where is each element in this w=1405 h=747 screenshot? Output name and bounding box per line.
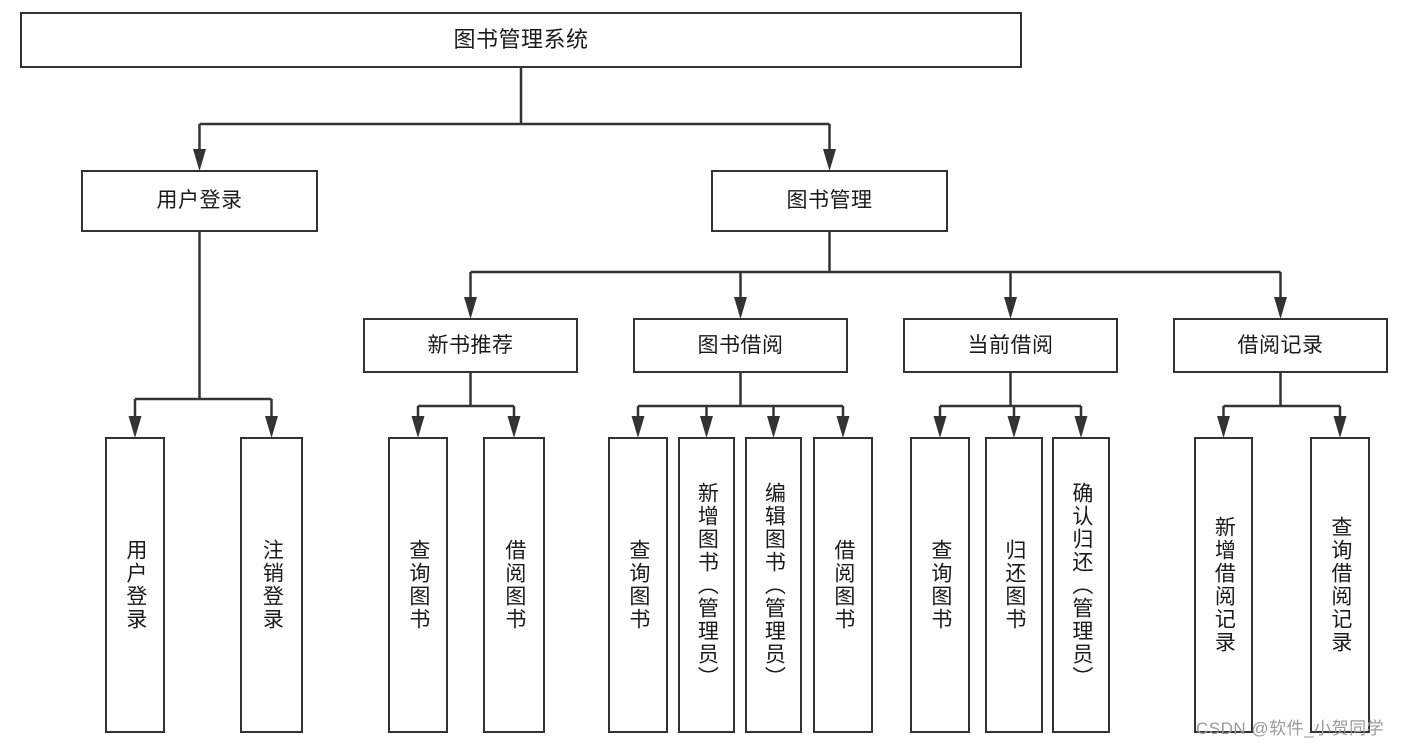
node-leaf-query-record[interactable]: 查询借阅记录 <box>1310 437 1370 733</box>
node-label: 新增图书（管理员） <box>695 481 719 689</box>
arrowhead-book-borrow <box>734 297 747 319</box>
node-label: 借阅记录 <box>1237 333 1324 357</box>
node-label: 查询图书 <box>928 539 952 631</box>
node-leaf-confirm-return[interactable]: 确认归还（管理员） <box>1052 437 1110 733</box>
connector-group-book-manage <box>464 232 1287 319</box>
arrowhead-leaf-query-record <box>1333 416 1347 438</box>
node-label: 当前借阅 <box>967 333 1054 357</box>
node-leaf-add-record[interactable]: 新增借阅记录 <box>1194 437 1253 733</box>
node-book-borrow[interactable]: 图书借阅 <box>633 318 848 373</box>
node-label: 借阅图书 <box>831 539 855 631</box>
node-label: 查询图书 <box>626 539 650 631</box>
connector-group-root <box>193 68 836 171</box>
node-book-manage[interactable]: 图书管理 <box>711 170 948 232</box>
node-label: 用户登录 <box>123 539 147 631</box>
arrowhead-leaf-borrow-book-2 <box>836 416 850 438</box>
node-label: 新书推荐 <box>427 333 514 357</box>
csdn-watermark: CSDN @软件_小贺同学 <box>1196 719 1385 738</box>
node-label: 编辑图书（管理员） <box>762 481 786 689</box>
connector-group-new-book-rec <box>411 373 521 438</box>
node-label: 借阅图书 <box>502 539 526 631</box>
node-label: 用户登录 <box>156 189 243 213</box>
arrowhead-leaf-query-book-2 <box>631 416 645 438</box>
node-leaf-query-book-2[interactable]: 查询图书 <box>608 437 668 733</box>
node-leaf-borrow-book-2[interactable]: 借阅图书 <box>813 437 873 733</box>
arrowhead-leaf-return-book <box>1007 416 1021 438</box>
node-leaf-query-book-1[interactable]: 查询图书 <box>388 437 448 733</box>
connector-group-book-borrow <box>631 373 850 438</box>
node-leaf-query-book-3[interactable]: 查询图书 <box>910 437 970 733</box>
node-label: 查询借阅记录 <box>1328 516 1352 654</box>
arrowhead-leaf-add-record <box>1217 416 1230 438</box>
connector-group-current-borrow <box>933 373 1088 438</box>
node-leaf-return-book[interactable]: 归还图书 <box>985 437 1043 733</box>
node-leaf-user-logout[interactable]: 注销登录 <box>240 437 303 733</box>
connector-group-borrow-record <box>1217 373 1347 438</box>
connector-group-user-login <box>128 232 278 438</box>
arrowhead-user-login <box>193 149 206 171</box>
arrowhead-new-book-rec <box>464 297 477 319</box>
arrowhead-leaf-user-login <box>128 416 142 438</box>
arrowhead-leaf-confirm-return <box>1074 416 1088 438</box>
node-borrow-record[interactable]: 借阅记录 <box>1173 318 1388 373</box>
node-label: 归还图书 <box>1002 539 1026 631</box>
arrowhead-leaf-query-book-3 <box>933 416 947 438</box>
node-label: 图书借阅 <box>697 333 784 357</box>
node-leaf-user-login[interactable]: 用户登录 <box>105 437 165 733</box>
node-current-borrow[interactable]: 当前借阅 <box>903 318 1118 373</box>
arrowhead-leaf-user-logout <box>265 416 278 438</box>
node-leaf-edit-book[interactable]: 编辑图书（管理员） <box>745 437 802 733</box>
node-root[interactable]: 图书管理系统 <box>20 12 1022 68</box>
arrowhead-leaf-borrow-book-1 <box>507 416 521 438</box>
arrowhead-borrow-record <box>1274 297 1287 319</box>
node-new-book-rec[interactable]: 新书推荐 <box>363 318 578 373</box>
node-leaf-borrow-book-1[interactable]: 借阅图书 <box>483 437 545 733</box>
arrowhead-book-manage <box>823 149 836 171</box>
node-label: 注销登录 <box>260 539 284 631</box>
node-user-login[interactable]: 用户登录 <box>81 170 318 232</box>
arrowhead-current-borrow <box>1004 297 1017 319</box>
node-label: 图书管理 <box>786 189 873 213</box>
node-label: 查询图书 <box>406 539 430 631</box>
arrowhead-leaf-edit-book <box>767 416 780 438</box>
node-label: 确认归还（管理员） <box>1069 481 1093 689</box>
node-leaf-add-book[interactable]: 新增图书（管理员） <box>678 437 735 733</box>
arrowhead-leaf-query-book-1 <box>411 416 425 438</box>
arrowhead-leaf-add-book <box>700 416 713 438</box>
node-label: 新增借阅记录 <box>1212 516 1236 654</box>
node-label: 图书管理系统 <box>453 26 589 52</box>
